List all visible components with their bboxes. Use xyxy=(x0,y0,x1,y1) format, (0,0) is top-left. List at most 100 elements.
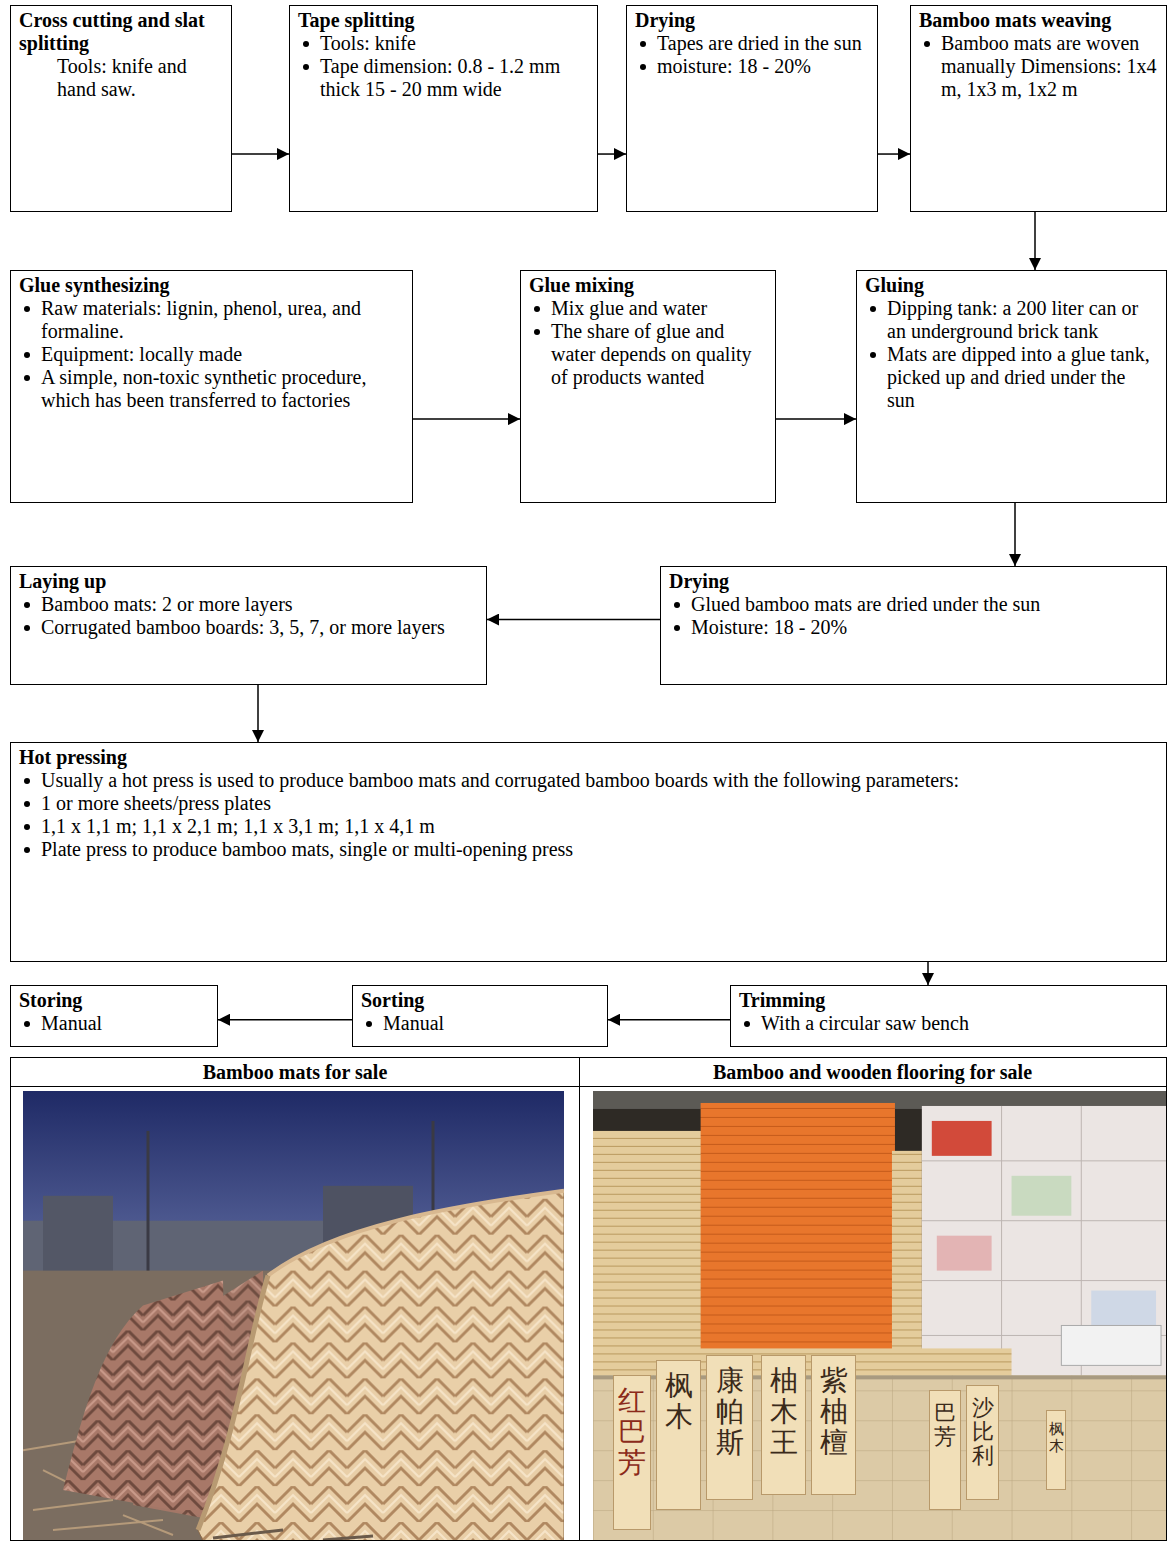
step-detail: With a circular saw bench xyxy=(739,1012,1158,1035)
step-detail: Mix glue and water xyxy=(529,297,767,320)
flow-arrow xyxy=(1014,503,1016,566)
sign-text: 康帕斯 xyxy=(716,1366,744,1458)
orange-stack xyxy=(701,1103,895,1377)
step-title: Gluing xyxy=(865,274,1158,297)
step-detail: Tape dimension: 0.8 - 1.2 mm thick 15 - … xyxy=(298,55,589,101)
step-title: Laying up xyxy=(19,570,478,593)
sign-text: 枫木 xyxy=(1049,1421,1064,1454)
sign-text: 红巴芳 xyxy=(618,1386,646,1478)
sign-text: 巴芳 xyxy=(934,1401,956,1449)
sign-board: 康帕斯 xyxy=(706,1355,753,1500)
woven-mat xyxy=(198,1191,564,1541)
process-box: DryingTapes are dried in the sunmoisture… xyxy=(626,5,878,212)
flow-arrow xyxy=(878,153,910,155)
sign-text: 柚木王 xyxy=(770,1366,798,1458)
shop-interior xyxy=(593,1091,1166,1541)
step-title: Bamboo mats weaving xyxy=(919,9,1158,32)
process-box: Glue mixingMix glue and waterThe share o… xyxy=(520,270,776,503)
step-title: Tape splitting xyxy=(298,9,589,32)
table-header: Bamboo and wooden flooring for sale xyxy=(579,1058,1166,1086)
sign-board: 红巴芳 xyxy=(613,1375,651,1530)
step-title: Glue mixing xyxy=(529,274,767,297)
debris xyxy=(213,1530,373,1540)
step-detail: Equipment: locally made xyxy=(19,343,404,366)
sign-board: 沙比利 xyxy=(966,1385,999,1500)
process-box: StoringManual xyxy=(10,985,218,1047)
step-detail: 1 or more sheets/press plates xyxy=(19,792,1158,815)
step-detail: Raw materials: lignin, phenol, urea, and… xyxy=(19,297,404,343)
flow-arrow xyxy=(218,1019,352,1021)
process-box: DryingGlued bamboo mats are dried under … xyxy=(660,566,1167,685)
step-detail: moisture: 18 - 20% xyxy=(635,55,869,78)
flow-arrow xyxy=(232,153,289,155)
step-detail: Bamboo mats: 2 or more layers xyxy=(19,593,478,616)
carton-edges xyxy=(922,1106,1166,1380)
step-detail: Plate press to produce bamboo mats, sing… xyxy=(19,838,1158,861)
carton-print xyxy=(937,1236,992,1271)
step-detail: Tapes are dried in the sun xyxy=(635,32,869,55)
carton-print xyxy=(932,1121,992,1156)
step-detail: Usually a hot press is used to produce b… xyxy=(19,769,1158,792)
sign-text: 沙比利 xyxy=(972,1396,994,1469)
step-detail: 1,1 x 1,1 m; 1,1 x 2,1 m; 1,1 x 3,1 m; 1… xyxy=(19,815,1158,838)
flow-arrow xyxy=(487,619,660,621)
step-detail: The share of glue and water depends on q… xyxy=(529,320,767,389)
flow-arrow xyxy=(608,1019,730,1021)
step-detail: Manual xyxy=(19,1012,209,1035)
step-detail: Tools: knife xyxy=(298,32,589,55)
flow-arrow xyxy=(598,153,626,155)
photo-frame: 红巴芳枫木康帕斯柚木王紫柚檀巴芳沙比利枫木 xyxy=(593,1091,1166,1541)
flow-arrow xyxy=(927,962,929,985)
plank-stack xyxy=(892,1151,922,1380)
step-detail: Manual xyxy=(361,1012,599,1035)
step-detail: Bamboo mats are woven manually Dimension… xyxy=(919,32,1158,101)
carton-print xyxy=(1012,1176,1072,1216)
process-box: Bamboo mats weavingBamboo mats are woven… xyxy=(910,5,1167,212)
step-title: Hot pressing xyxy=(19,746,1158,769)
step-title: Cross cutting and slat splitting xyxy=(19,9,223,55)
flow-arrow xyxy=(1034,212,1036,270)
mat-edge xyxy=(198,1276,268,1530)
pole xyxy=(147,1131,150,1281)
carton xyxy=(1061,1325,1161,1365)
mat-edge xyxy=(268,1191,564,1276)
step-title: Drying xyxy=(635,9,869,32)
sign-board: 紫柚檀 xyxy=(811,1355,856,1495)
process-box: Hot pressingUsually a hot press is used … xyxy=(10,742,1167,962)
step-detail: Mats are dipped into a glue tank, picked… xyxy=(865,343,1158,412)
photo-table: 红巴芳枫木康帕斯柚木王紫柚檀巴芳沙比利枫木 Bamboo mats for sa… xyxy=(10,1057,1167,1541)
bamboo-mats-photo xyxy=(23,1091,564,1541)
sign-board: 巴芳 xyxy=(929,1390,961,1510)
table-rule xyxy=(11,1086,1166,1087)
sign-board: 柚木王 xyxy=(761,1355,806,1495)
flow-arrow xyxy=(257,685,259,742)
sign-board: 枫木 xyxy=(1046,1410,1066,1490)
carton-print xyxy=(1091,1291,1156,1326)
step-detail: Glued bamboo mats are dried under the su… xyxy=(669,593,1158,616)
process-box: Laying upBamboo mats: 2 or more layersCo… xyxy=(10,566,487,685)
sign-text: 枫木 xyxy=(665,1371,693,1433)
step-title: Drying xyxy=(669,570,1158,593)
building xyxy=(43,1196,113,1276)
step-title: Glue synthesizing xyxy=(19,274,404,297)
table-rule xyxy=(579,1058,580,1540)
step-detail: Moisture: 18 - 20% xyxy=(669,616,1158,639)
step-detail: Corrugated bamboo boards: 3, 5, 7, or mo… xyxy=(19,616,478,639)
process-box: Cross cutting and slat splittingTools: k… xyxy=(10,5,232,212)
process-box: SortingManual xyxy=(352,985,608,1047)
step-title: Storing xyxy=(19,989,209,1012)
step-detail: A simple, non-toxic synthetic procedure,… xyxy=(19,366,404,412)
table-header: Bamboo mats for sale xyxy=(11,1058,579,1086)
process-box: Tape splittingTools: knifeTape dimension… xyxy=(289,5,598,212)
step-title: Trimming xyxy=(739,989,1158,1012)
photo-frame xyxy=(23,1091,564,1541)
process-box: TrimmingWith a circular saw bench xyxy=(730,985,1167,1047)
step-detail: Dipping tank: a 200 liter can or an unde… xyxy=(865,297,1158,343)
process-box: GluingDipping tank: a 200 liter can or a… xyxy=(856,270,1167,503)
sign-text: 紫柚檀 xyxy=(820,1366,848,1458)
flow-arrow xyxy=(776,418,856,420)
carton-stack xyxy=(922,1106,1166,1380)
flow-arrow xyxy=(413,418,520,420)
